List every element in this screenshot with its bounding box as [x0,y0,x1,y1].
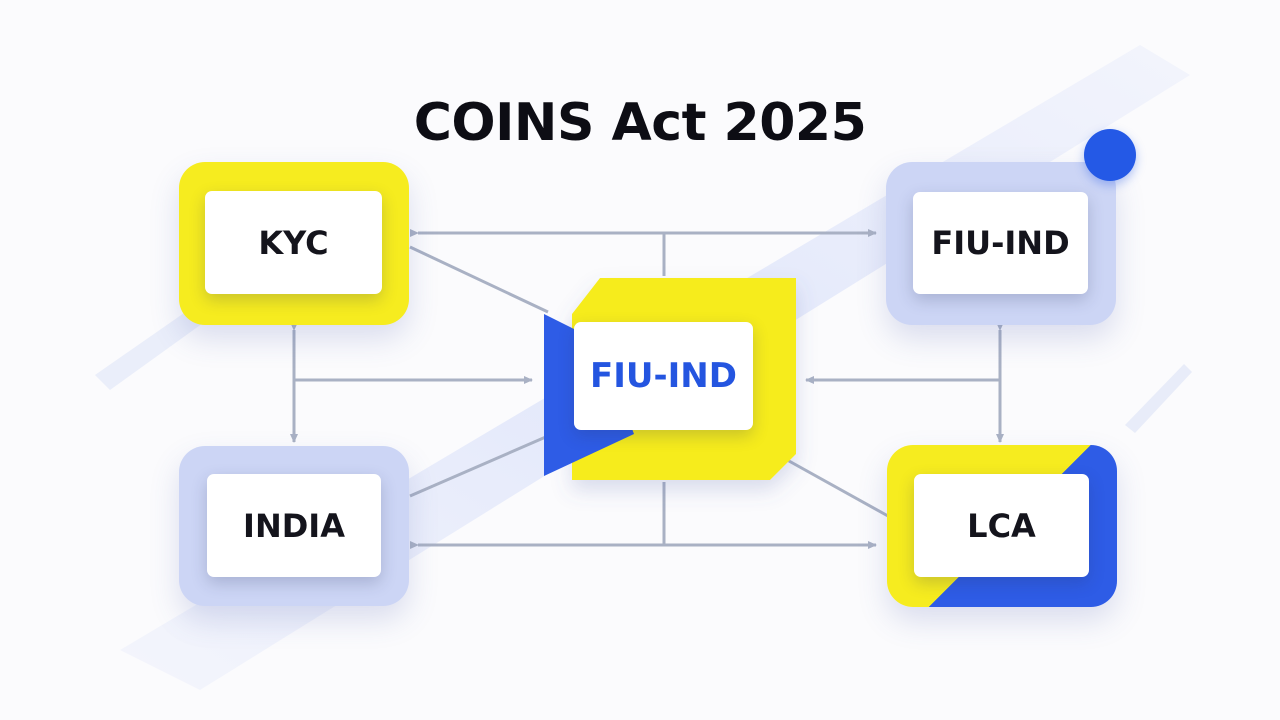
background-ribbon-right [1125,364,1192,433]
connector-diagonal-kyc [409,245,549,314]
node-lca-label: LCA [967,506,1036,545]
node-india-card[interactable]: INDIA [207,474,381,577]
node-kyc-frame: KYC [179,162,409,325]
node-india-label: INDIA [243,506,345,545]
node-fiu-center-card[interactable]: FIU-IND [574,322,753,430]
node-india-frame: INDIA [179,446,409,606]
connector-diagonal-india [409,434,549,498]
node-kyc-card[interactable]: KYC [205,191,382,294]
node-lca-card[interactable]: LCA [914,474,1089,577]
notification-dot-icon [1084,129,1136,181]
connector-diagonal-lca [779,454,889,518]
node-fiu-center-label: FIU-IND [590,356,737,396]
node-fiu-top-right-frame: FIU-IND [886,162,1116,325]
node-fiu-top-right-label: FIU-IND [931,224,1070,262]
node-kyc-label: KYC [258,223,329,262]
node-lca-frame: LCA [887,445,1117,607]
page-title: COINS Act 2025 [413,92,867,153]
node-fiu-top-right-card[interactable]: FIU-IND [913,192,1088,294]
